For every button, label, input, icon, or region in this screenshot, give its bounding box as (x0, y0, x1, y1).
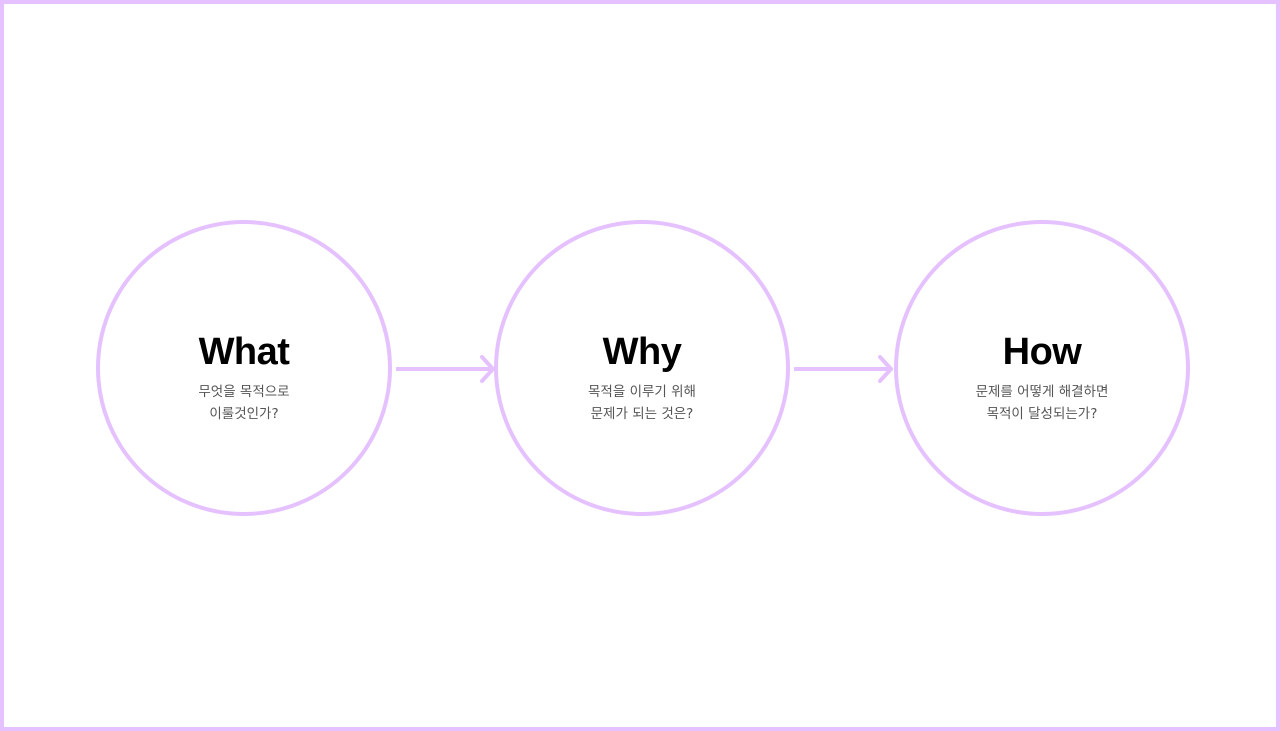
how-description-line-2: 목적이 달성되는가? (986, 406, 1098, 422)
what-description-line-1: 무엇을 목적으로 (198, 384, 290, 400)
what-content: What 무엇을 목적으로 이룰것인가? (100, 224, 388, 512)
what-description: 무엇을 목적으로 이룰것인가? (120, 381, 368, 425)
why-circle: Why 목적을 이루기 위해 문제가 되는 것은? (494, 220, 790, 516)
why-description-line-2: 문제가 되는 것은? (590, 406, 694, 422)
how-circle: How 문제를 어떻게 해결하면 목적이 달성되는가? (894, 220, 1190, 516)
how-description-line-1: 문제를 어떻게 해결하면 (975, 384, 1109, 400)
why-content: Why 목적을 이루기 위해 문제가 되는 것은? (498, 224, 786, 512)
what-circle: What 무엇을 목적으로 이룰것인가? (96, 220, 392, 516)
arrow-right-icon (794, 355, 893, 383)
why-description: 목적을 이루기 위해 문제가 되는 것은? (518, 381, 766, 425)
how-description: 문제를 어떻게 해결하면 목적이 달성되는가? (918, 381, 1166, 425)
why-title: Why (602, 331, 682, 373)
why-description-line-1: 목적을 이루기 위해 (588, 384, 696, 400)
how-content: How 문제를 어떻게 해결하면 목적이 달성되는가? (898, 224, 1186, 512)
what-title: What (198, 331, 290, 373)
arrow-right-icon (396, 355, 495, 383)
how-title: How (1002, 331, 1082, 373)
what-description-line-2: 이룰것인가? (209, 406, 279, 422)
